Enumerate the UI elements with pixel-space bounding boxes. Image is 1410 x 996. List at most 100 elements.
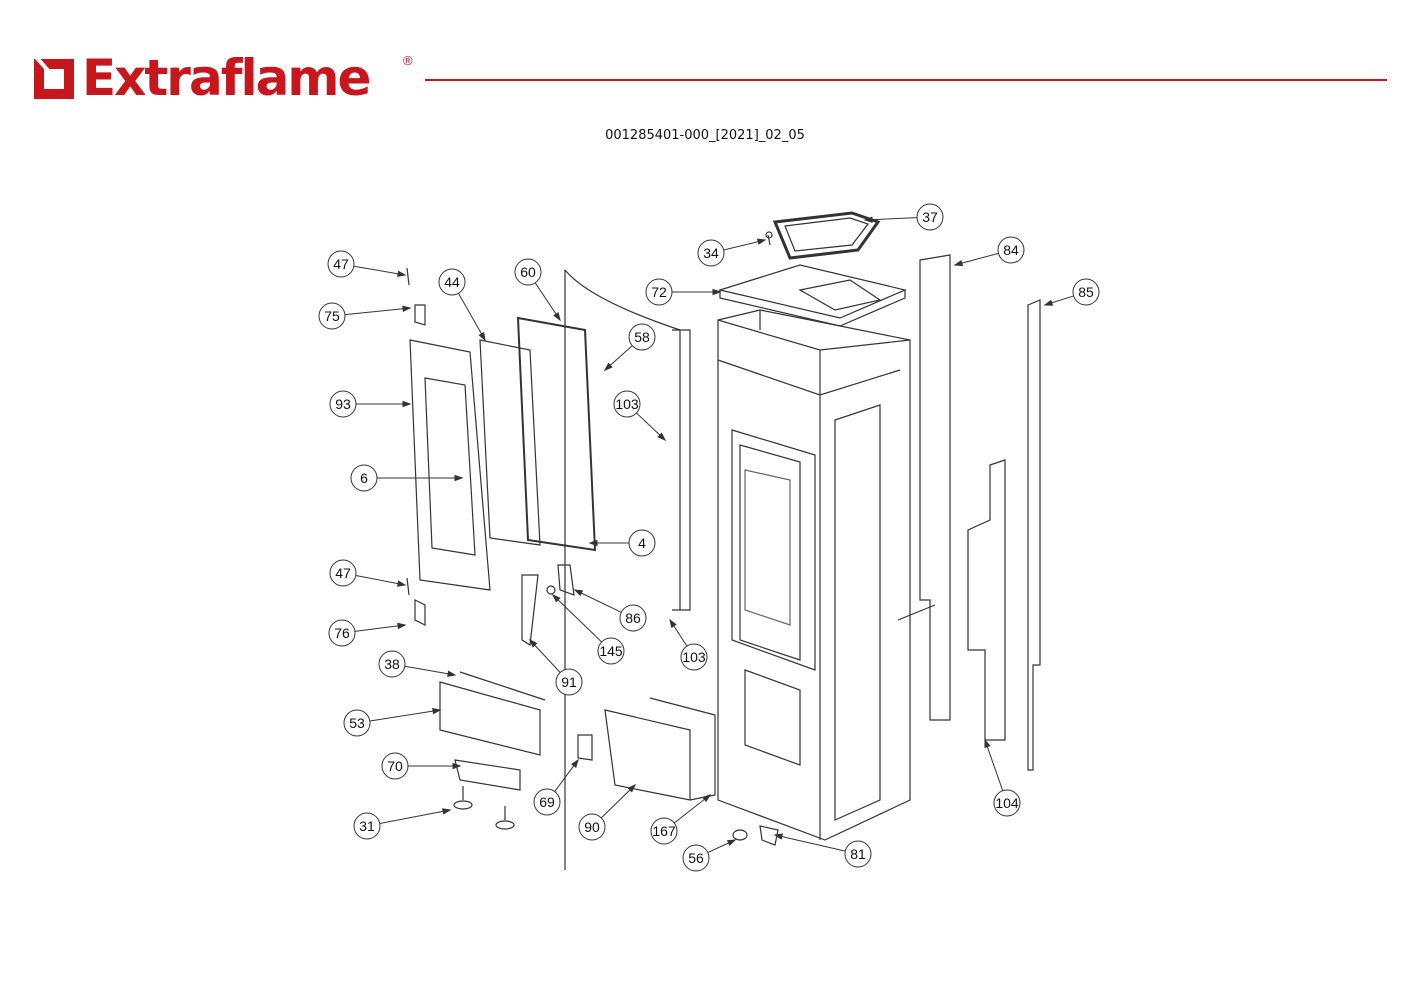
callout-103: 103 (669, 618, 708, 671)
callout-label: 81 (850, 846, 866, 862)
arrowhead-icon (984, 738, 991, 749)
callout-circle (993, 789, 1021, 817)
callout-circle (1072, 278, 1100, 306)
callout-37: 37 (863, 203, 944, 231)
brand-name: Extraflame (82, 49, 371, 107)
document-code: 001285401-000_[2021]_02_05 (605, 128, 805, 143)
callout-circle (328, 619, 356, 647)
callout-167: 167 (650, 794, 712, 845)
callout-label: 91 (561, 674, 577, 690)
leader-line (984, 739, 1004, 791)
callout-label: 167 (652, 823, 676, 839)
callout-label: 70 (387, 758, 403, 774)
callout-circle (343, 709, 371, 737)
callout-circle (650, 817, 678, 845)
callout-circle (578, 813, 606, 841)
arrowhead-icon (478, 331, 486, 342)
callout-label: 76 (334, 625, 350, 641)
arrowhead-icon (551, 593, 561, 603)
callout-34: 34 (697, 238, 767, 267)
logo-mark-icon (34, 55, 78, 101)
callout-circle (318, 302, 346, 330)
leader-line (574, 589, 622, 613)
callout-label: 53 (349, 715, 365, 731)
brand-logo: Extraflame (34, 49, 371, 107)
arrowhead-icon (1043, 299, 1054, 306)
callout-103: 103 (613, 390, 667, 442)
callout-circle (682, 844, 710, 872)
callout-93: 93 (329, 390, 412, 418)
arrowhead-icon (447, 670, 457, 677)
callout-circle (555, 668, 583, 696)
arrowhead-icon (452, 762, 462, 770)
arrowhead-icon (657, 432, 667, 442)
callout-72: 72 (645, 278, 722, 306)
callout-6: 6 (350, 464, 464, 492)
callout-label: 103 (682, 649, 706, 665)
leader-line (774, 834, 846, 852)
leader-line (864, 217, 918, 221)
callout-label: 31 (359, 818, 375, 834)
arrowhead-icon (669, 618, 677, 629)
callout-label: 93 (335, 396, 351, 412)
callout-circle (628, 323, 656, 351)
arrowhead-icon (603, 362, 613, 371)
callout-85: 85 (1043, 278, 1100, 306)
arrowhead-icon (588, 539, 598, 547)
arrowhead-icon (953, 259, 964, 267)
callout-56: 56 (682, 839, 737, 872)
leader-line (404, 665, 456, 676)
leader-line (552, 594, 602, 643)
callout-76: 76 (328, 619, 407, 647)
callout-104: 104 (984, 738, 1021, 817)
callout-circle (438, 268, 466, 296)
callout-circle (997, 236, 1025, 264)
arrowhead-icon (442, 808, 452, 815)
callout-circle (697, 239, 725, 267)
arrowhead-icon (573, 589, 584, 597)
callout-label: 72 (651, 284, 667, 300)
callout-circle (329, 390, 357, 418)
callout-circle (329, 559, 357, 587)
leader-line (673, 794, 711, 824)
leader-line (355, 574, 406, 586)
callout-circle (619, 604, 647, 632)
callout-label: 75 (324, 308, 340, 324)
arrowhead-icon (702, 794, 712, 803)
leader-line (600, 784, 636, 819)
callout-75: 75 (318, 302, 412, 330)
callout-circle (645, 278, 673, 306)
arrowhead-icon (402, 400, 412, 408)
arrowhead-icon (528, 638, 538, 648)
callout-label: 84 (1003, 242, 1019, 258)
leader-line (353, 265, 406, 276)
callout-circle (916, 203, 944, 231)
arrowhead-icon (712, 288, 722, 296)
callout-84: 84 (953, 236, 1025, 267)
callout-38: 38 (378, 650, 457, 678)
arrowhead-icon (773, 833, 784, 840)
callout-circle (628, 529, 656, 557)
arrowhead-icon (726, 839, 737, 847)
callout-circle (350, 464, 378, 492)
callout-circle (680, 643, 708, 671)
callout-circle (844, 840, 872, 868)
arrowhead-icon (863, 216, 873, 223)
callout-label: 86 (625, 610, 641, 626)
header-rule (425, 79, 1387, 81)
arrowhead-icon (432, 707, 442, 715)
callout-label: 34 (703, 245, 719, 261)
callout-90: 90 (578, 783, 637, 841)
arrowhead-icon (570, 758, 579, 768)
callout-145: 145 (551, 593, 625, 665)
callout-circle (597, 637, 625, 665)
leader-line (354, 624, 406, 632)
arrowhead-icon (397, 270, 407, 277)
leader-line (344, 307, 411, 316)
callout-label: 85 (1078, 284, 1094, 300)
callout-label: 58 (634, 329, 650, 345)
callout-label: 104 (995, 795, 1019, 811)
callout-47: 47 (327, 250, 407, 278)
callout-69: 69 (533, 758, 579, 816)
